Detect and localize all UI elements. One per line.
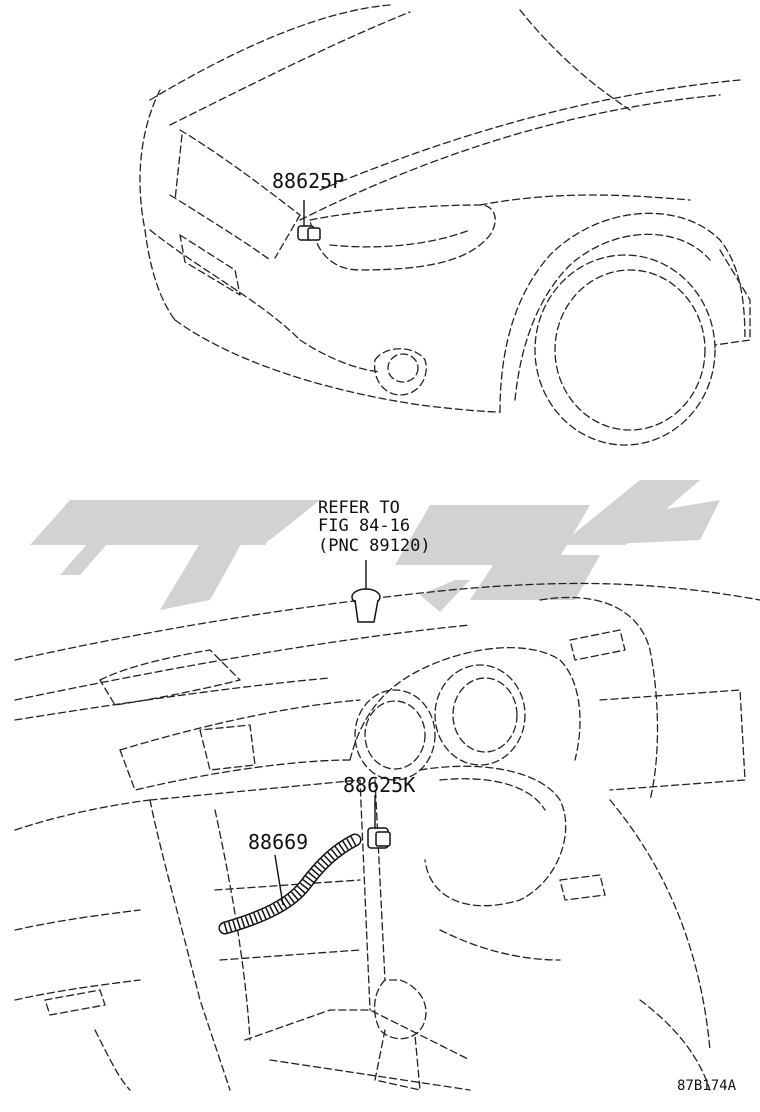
part-89120-sensor	[351, 560, 381, 623]
part-88625P-sensor	[297, 200, 321, 241]
figure-code: 87B174A	[677, 1078, 737, 1094]
refer-to-line-3: (PNC 89120)	[318, 536, 431, 556]
car-front-view	[139, 4, 751, 446]
part-88669-hose	[218, 833, 362, 935]
part-88625K-sensor	[367, 795, 391, 849]
part-number-88625P: 88625P	[272, 169, 344, 193]
dashboard-view	[14, 582, 760, 1091]
part-number-88669: 88669	[248, 830, 308, 854]
refer-to-line-2: FIG 84-16	[318, 516, 410, 536]
refer-to-line-1: REFER TO	[318, 498, 400, 518]
part-number-88625K: 88625K	[343, 773, 415, 797]
watermark-logo	[30, 480, 720, 612]
